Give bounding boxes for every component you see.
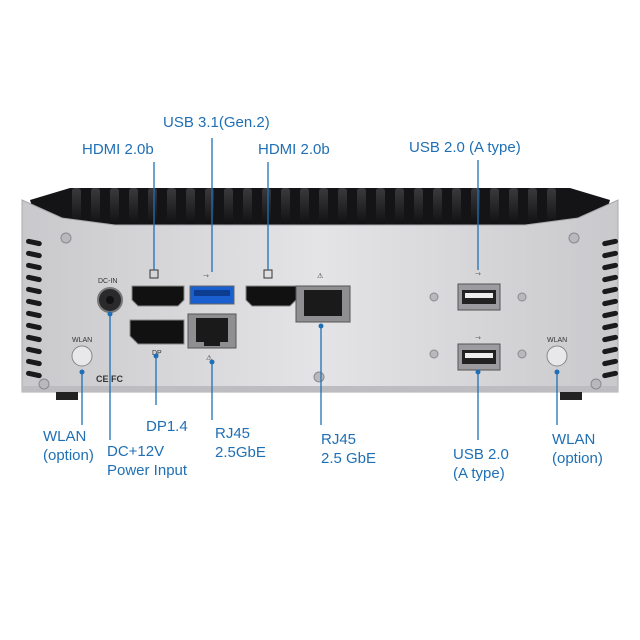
label-wlan-left: WLAN(option) [43,428,94,464]
vent-slot [602,250,618,259]
heatsink-fin [300,188,309,226]
vent-slot [26,286,42,295]
lan-icon: ⚠ [206,354,212,362]
label-usb31: USB 3.1(Gen.2) [163,114,270,131]
vent-slot [602,322,618,331]
heatsink-fin [281,188,290,226]
leader-dots [79,311,560,375]
vent-slot [26,298,42,307]
heatsink-fin [490,188,499,226]
foot-right [560,392,582,400]
wlan-antenna-right: WLAN [546,337,568,367]
vent-slot [602,286,618,295]
hdmi-port-left [131,269,185,307]
heatsink-fin [547,188,556,226]
usb31-port: ⇾ [189,273,235,305]
heatsink-fin [167,188,176,226]
vent-slot [26,274,42,283]
heatsink-fin [357,188,366,226]
vent-slot [602,238,618,247]
vent-slot [602,262,618,271]
heatsink-fin [509,188,518,226]
label-hdmi-right: HDMI 2.0b [258,141,330,158]
rj45-port-right: ⚠ [295,272,351,323]
rj45-port-left: ⚠ [187,313,237,362]
vent-slot [602,358,618,367]
vent-slot [602,370,618,379]
dp-text: DP [152,350,162,357]
displayport: DP [129,319,185,357]
vent-slot [26,238,42,247]
heatsink-fin [129,188,138,226]
vent-slot [26,250,42,259]
heatsink-fin [110,188,119,226]
label-usb20-bottom: USB 2.0(A type) [453,446,509,482]
vent-slot [602,298,618,307]
vent-slot [26,322,42,331]
vent-slot [602,346,618,355]
vent-slot [26,310,42,319]
dc-in-jack: DC-IN [97,278,123,313]
usb-symbol-icon: ⇾ [203,273,209,280]
wlan-antenna-left: WLAN [71,337,93,367]
heatsink-fin [338,188,347,226]
usb20-port-bottom: ⇾ [457,335,501,371]
vent-slot [602,274,618,283]
vent-slot [26,370,42,379]
usb-symbol-icon-bottom: ⇾ [475,335,481,342]
heatsink-fin [528,188,537,226]
vent-slot [26,358,42,367]
heatsink-fin [414,188,423,226]
heatsink-fin [72,188,81,226]
side-vent-slots [26,238,618,379]
foot-left [56,392,78,400]
vent-slot [26,262,42,271]
dc-in-text: DC-IN [98,278,117,285]
vent-slot [26,346,42,355]
heatsink-fin [395,188,404,226]
wlan-text-left: WLAN [72,337,92,344]
heatsink-fin [91,188,100,226]
heatsink-fin [224,188,233,226]
heatsink-fins [30,188,610,232]
heatsink-fin [376,188,385,226]
vent-slot [602,334,618,343]
corner-screws [38,232,602,390]
label-usb20-top: USB 2.0 (A type) [409,139,521,156]
label-hdmi-left: HDMI 2.0b [82,141,154,158]
heatsink-fin [262,188,271,226]
heatsink-fin [319,188,328,226]
leader-lines [81,138,558,440]
heatsink-fin [148,188,157,226]
heatsink-fin [186,188,195,226]
heatsink-fin [452,188,461,226]
label-wlan-right: WLAN(option) [552,431,603,467]
usb-symbol-icon-top: ⇾ [475,271,481,278]
heatsink-fin [243,188,252,226]
usb20-port-top: ⇾ [457,271,501,311]
vent-slot [26,334,42,343]
heatsink-fin [433,188,442,226]
label-dp: DP1.4 [146,418,188,435]
wlan-text-right: WLAN [547,337,567,344]
lan-icon-right: ⚠ [317,272,323,280]
vent-slot [602,310,618,319]
